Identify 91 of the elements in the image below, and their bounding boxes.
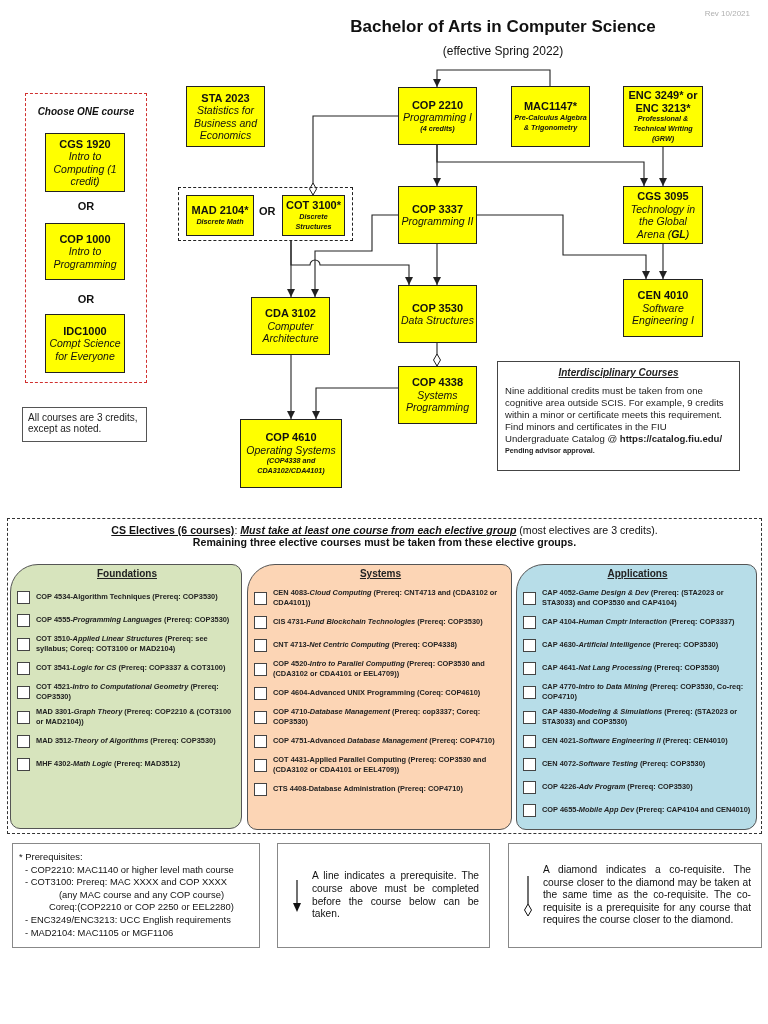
title: Bachelor of Arts in Computer Science [349,17,657,37]
course-title: Intro to Programming [52,245,118,271]
course-title: Operating Systems [246,443,336,456]
course-title: Systems Programming [405,388,470,414]
course-box [240,419,342,488]
corequisite-line [433,342,441,367]
prerequisite-note: (any MAC course and any COP course) [58,888,225,902]
info-box [497,361,740,471]
or-label: OR [259,205,276,217]
note-box [12,843,260,948]
prerequisite-arrow [659,146,667,187]
course-box [45,133,125,192]
choice-heading: Choose ONE course [36,106,136,117]
course-title: Statistics for Business and Economics [192,104,259,142]
course-title: Programming II [401,215,474,228]
prerequisite-note: - MAD2104: MAC1105 or MGF1106 [24,926,175,940]
course-title: Software Engineering I [631,301,695,327]
corequisite-line [309,115,399,196]
electives-box [7,518,762,834]
group-heading: Applications [607,568,668,579]
note-box [22,407,147,442]
course-title: Data Structures [401,314,474,327]
course-box [398,186,477,244]
course-code: ENC 3249* or ENC 3213* [627,89,699,114]
prerequisite-note: - ENC3249/ENC3213: UCC English requirements [24,913,232,927]
choice-group-box [178,187,353,241]
prerequisite-arrow [312,387,399,420]
prerequisite-arrow [659,243,667,280]
group-heading: Systems [359,568,402,579]
prerequisite-arrow [311,214,399,298]
course-code: MAD 2104* [191,204,249,217]
subtitle: (effective Spring 2022) [441,44,565,58]
elective-group-panel [10,564,242,829]
elective-group-panel [516,564,757,830]
prerequisite-arrow [433,243,441,286]
course-box [186,86,265,147]
or-label: OR [76,293,96,305]
course-box [186,195,254,236]
course-box [623,279,703,337]
course-box [45,314,125,373]
elective-group-panel [247,564,512,830]
revision-note: Rev 10/2021 [703,9,750,18]
course-code: MAC1147* [523,100,578,113]
legend-text: A line indicates a prerequisite. The course above must be completed before the course below can be taken. [312,870,479,921]
course-box [45,223,125,280]
course-box [398,87,477,145]
course-title: Programming I [403,111,472,124]
prerequisite-arrow [436,144,648,187]
electives-heading: CS Electives (6 courses): Must take at least one course from each elective group (most electives are 3 credits). [111,524,658,536]
course-code: COP 2210 [411,98,464,111]
choice-group-box [25,93,147,383]
info-text: Nine additional credits must be taken from one cognitive area outside SCIS. For example, 9 credits within a minor or certificate meets this requirement. Find minors and certificates in the FIU Undergraduate Catalog @ https://catalog.fiu.edu/ [505,385,725,445]
course-box [398,285,477,343]
course-code: STA 2023 [201,91,250,104]
note-text: All courses are 3 credits, except as noted. [28,412,138,434]
prerequisite-note: - COP2210: MAC1140 or higher level math course [24,863,235,877]
course-box [282,195,345,236]
course-code: COP 4338 [411,376,464,389]
course-title: Compt Science for Everyone [48,337,122,363]
legend-box [508,843,762,948]
course-code: COP 4610 [265,431,317,444]
or-label: OR [76,200,96,212]
course-code: IDC1000 [63,324,107,338]
prerequisite-note: - COT3100: Prereq: MAC XXXX and COP XXXX [24,876,228,889]
info-heading: Interdisciplinary Courses [557,367,680,378]
course-code: COT 3100* [286,199,341,212]
course-code: CEN 4010 [637,289,689,302]
course-box [623,86,703,147]
electives-heading: Remaining three elective courses must be taken from these elective groups. [192,536,577,548]
legend-box [277,843,490,948]
prerequisite-note: * Prerequisites: [19,851,84,864]
course-code: CDA 3102 [265,307,316,320]
prerequisite-arrow [476,214,650,280]
course-box [511,86,590,147]
course-title: Computer Architecture [261,319,320,345]
course-code: CGS 1920 [59,137,111,150]
course-title: Technology in the Global Arena (GL) [629,202,697,240]
course-code: COP 1000 [59,232,111,246]
course-code: COP 3337 [411,202,464,215]
course-title: Intro to Computing (1 credit) [52,150,118,188]
prerequisite-arrow [287,354,295,420]
prerequisite-arrow [290,240,413,286]
course-code: COP 3530 [411,301,464,314]
course-box [623,186,703,244]
course-box [398,366,477,424]
prerequisite-note: Coreq:(COP2210 or COP 2250 or EEL2280) [48,901,235,914]
prerequisite-arrow [433,69,551,88]
group-heading: Foundations [97,568,157,579]
course-code: CGS 3095 [637,190,689,203]
legend-text: A diamond indicates a co-requisite. The course closer to the diamond may be taken at the same time as the co-requisite. The co-requisite is a prerequisite for any course that requires the course closer to the diamond. [543,864,751,927]
course-box [251,297,330,355]
